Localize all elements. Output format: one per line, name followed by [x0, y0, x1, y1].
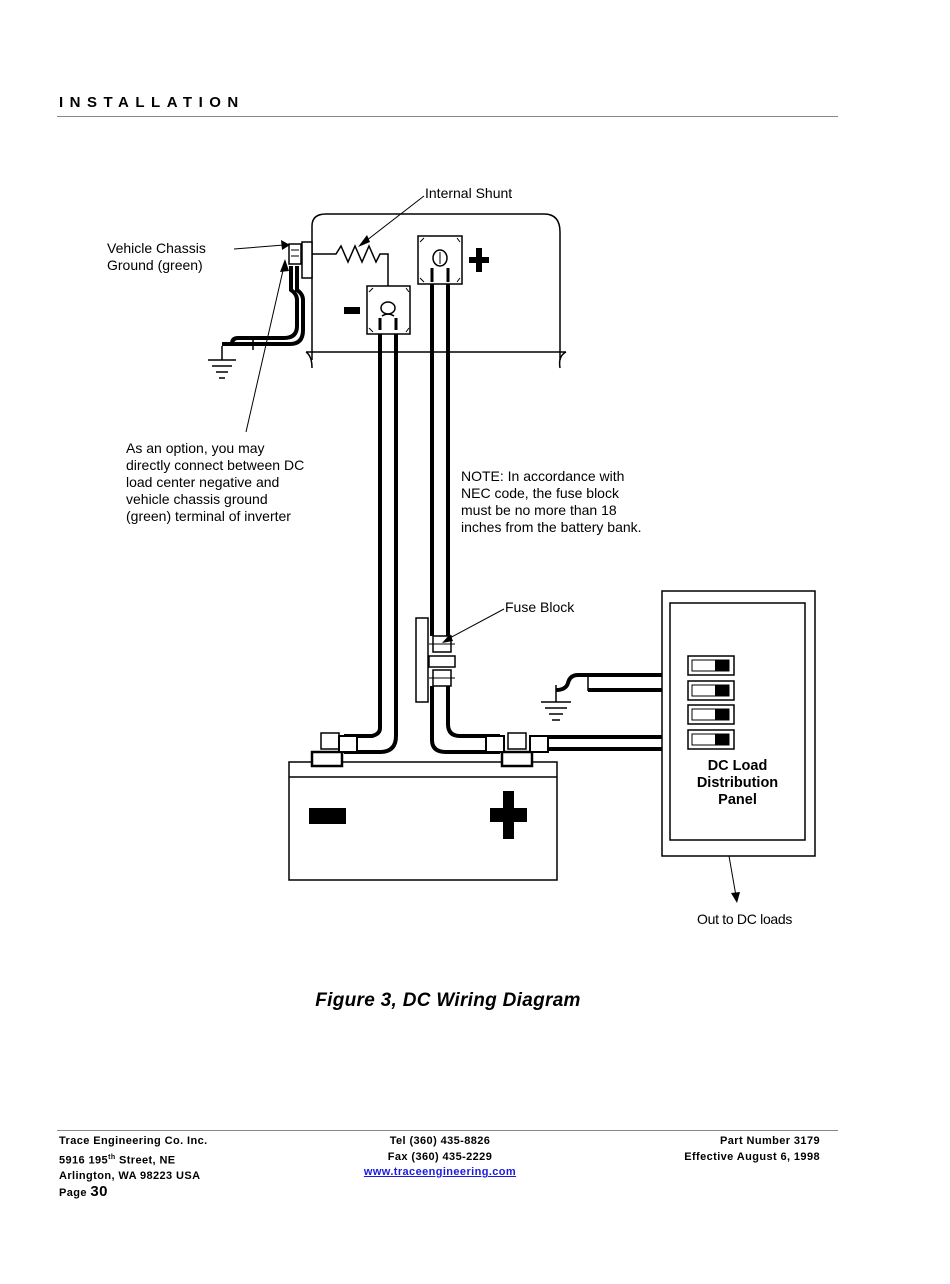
out-to-loads-pointer: [728, 855, 740, 903]
internal-shunt-label: Internal Shunt: [425, 185, 513, 201]
chassis-ground-pointer: [233, 244, 285, 250]
panel-breakers: [687, 655, 735, 750]
footer-contact: Tel (360) 435-8826 Fax (360) 435-2229 ww…: [340, 1134, 540, 1181]
inverter-negative-sign: [344, 307, 360, 314]
inverter-positive-terminal: [417, 235, 463, 285]
nec-fuse-note: NOTE: In accordance with NEC code, the f…: [461, 468, 642, 535]
footer-page-number: 30: [90, 1183, 108, 1201]
footer-part-info: Part Number 3179 Effective August 6, 199…: [684, 1134, 820, 1165]
fuse-block: [415, 617, 456, 703]
inverter-body: [305, 213, 567, 369]
inverter-positive-sign: [469, 248, 489, 272]
battery-to-panel-cable: [548, 735, 662, 751]
page-section-title: INSTALLATION: [59, 94, 245, 111]
panel-label-line2: Distribution: [696, 775, 779, 791]
earth-ground-symbol-right: [541, 685, 571, 721]
breaker-1: [687, 655, 735, 676]
internal-shunt-resistor: [310, 244, 389, 288]
panel-label-line1: DC Load: [707, 758, 768, 774]
header-divider: [57, 116, 838, 117]
battery-positive-post: [485, 732, 549, 768]
footer-part-number: Part Number 3179: [720, 1135, 820, 1147]
footer-street-number: 5916 195: [59, 1154, 109, 1167]
dc-load-distribution-panel: [661, 590, 816, 857]
battery-negative-post: [310, 732, 358, 768]
inverter-negative-terminal: [366, 285, 411, 335]
internal-shunt-pointer: [358, 195, 425, 247]
footer-street: 5916 195th Street, NE: [59, 1150, 208, 1169]
figure-caption: Figure 3, DC Wiring Diagram: [315, 990, 581, 1011]
footer-divider: [57, 1130, 838, 1131]
breaker-2: [687, 680, 735, 701]
footer-company: Trace Engineering Co. Inc.: [59, 1135, 208, 1147]
panel-label-line3: Panel: [718, 792, 757, 808]
positive-cable: [430, 284, 500, 754]
breaker-3: [687, 704, 735, 725]
footer-effective-date: Effective August 6, 1998: [684, 1150, 820, 1163]
negative-cable: [344, 334, 398, 754]
breaker-4: [687, 729, 735, 750]
earth-ground-symbol-left: [208, 346, 236, 379]
battery-positive-sign: [490, 791, 527, 839]
footer-address: Trace Engineering Co. Inc. 5916 195th St…: [59, 1134, 208, 1202]
option-note: As an option, you may directly connect b…: [126, 440, 305, 524]
footer-street-ordinal: th: [108, 1153, 116, 1161]
panel-ground-wire: [555, 673, 662, 692]
footer-page-label: Page: [59, 1187, 87, 1200]
footer-city: Arlington, WA 98223 USA: [59, 1169, 201, 1182]
footer-tel: Tel (360) 435-8826: [389, 1135, 491, 1147]
fuse-block-pointer: [442, 608, 505, 643]
footer-website-link[interactable]: www.traceengineering.com: [363, 1166, 517, 1178]
footer-page: Page 30: [59, 1184, 208, 1202]
chassis-ground-label-line1: Vehicle Chassis: [107, 240, 206, 256]
footer-fax: Fax (360) 435-2229: [387, 1150, 493, 1163]
option-note-pointer: [245, 259, 289, 433]
footer-street-name: Street, NE: [115, 1154, 176, 1167]
fuse-block-label: Fuse Block: [505, 599, 575, 615]
chassis-ground-wire: [222, 266, 305, 346]
chassis-ground-arrowhead: [281, 240, 290, 250]
chassis-ground-label-line2: Ground (green): [107, 257, 203, 273]
out-to-dc-loads-label: Out to DC loads: [697, 911, 793, 927]
chassis-ground-terminal: [288, 241, 313, 279]
battery-negative-sign: [309, 808, 346, 824]
